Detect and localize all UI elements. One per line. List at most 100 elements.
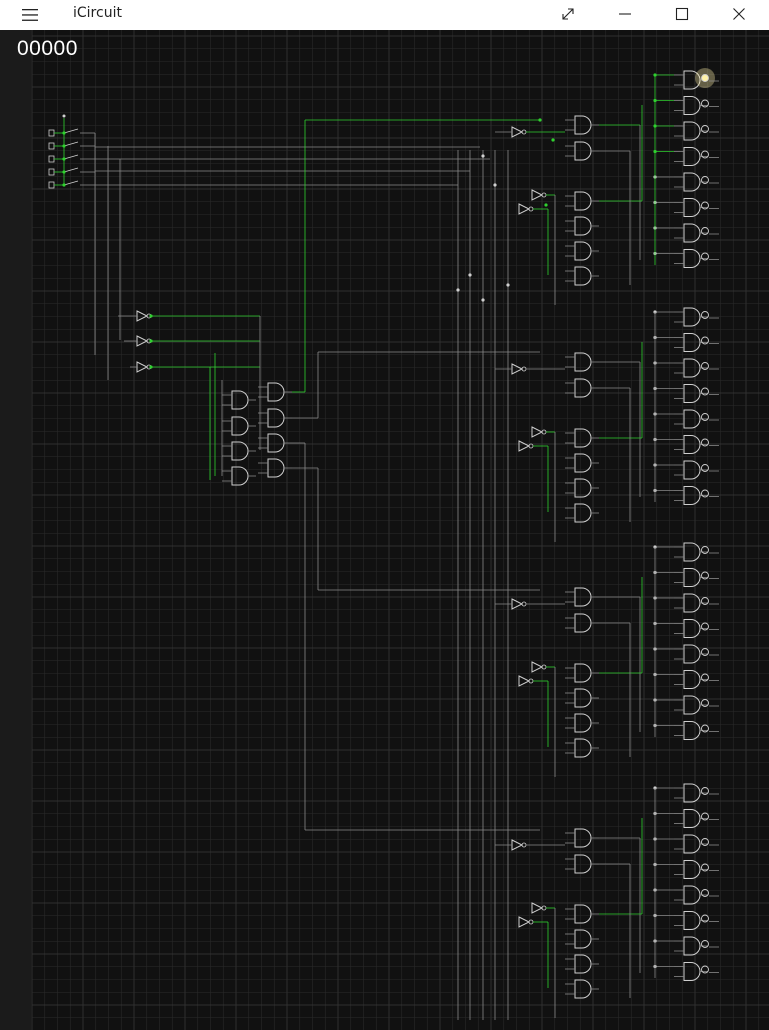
and-gate[interactable] <box>683 409 701 429</box>
not-gate[interactable] <box>511 598 524 610</box>
and-gate[interactable] <box>574 587 592 607</box>
and-gate[interactable] <box>683 936 701 956</box>
not-gate[interactable] <box>531 661 544 673</box>
not-gate[interactable] <box>518 203 531 215</box>
not-gate[interactable] <box>511 839 524 851</box>
led-indicator[interactable] <box>701 812 709 821</box>
input-switch[interactable] <box>48 181 55 189</box>
led-indicator[interactable] <box>701 673 709 682</box>
and-gate[interactable] <box>683 249 701 268</box>
led-indicator[interactable] <box>701 597 709 605</box>
not-gate[interactable] <box>136 310 149 322</box>
and-gate[interactable] <box>574 266 592 286</box>
led-indicator[interactable] <box>701 914 709 923</box>
led-indicator[interactable] <box>701 252 709 261</box>
led-indicator[interactable] <box>701 125 709 133</box>
maximize-button[interactable] <box>659 0 705 28</box>
and-gate[interactable] <box>683 644 701 664</box>
and-gate[interactable] <box>574 503 592 523</box>
led-indicator[interactable] <box>701 74 709 82</box>
and-gate[interactable] <box>574 478 592 498</box>
led-indicator[interactable] <box>701 227 709 235</box>
and-gate[interactable] <box>683 783 701 803</box>
and-gate[interactable] <box>574 828 592 848</box>
led-indicator[interactable] <box>701 311 709 319</box>
close-button[interactable] <box>716 0 762 28</box>
and-gate[interactable] <box>574 854 592 874</box>
and-gate[interactable] <box>574 713 592 733</box>
and-gate[interactable] <box>574 428 592 448</box>
led-indicator[interactable] <box>701 362 709 370</box>
led-indicator[interactable] <box>701 387 709 396</box>
input-switch[interactable] <box>48 168 55 176</box>
and-gate[interactable] <box>574 613 592 633</box>
and-gate[interactable] <box>574 115 592 135</box>
fullscreen-button[interactable] <box>545 0 591 28</box>
and-gate[interactable] <box>683 358 701 378</box>
led-indicator[interactable] <box>701 863 709 872</box>
and-gate[interactable] <box>574 954 592 974</box>
circuit-diagram[interactable] <box>0 30 769 1030</box>
not-gate[interactable] <box>518 440 531 452</box>
not-gate[interactable] <box>136 361 149 373</box>
and-gate[interactable] <box>267 458 285 478</box>
and-gate[interactable] <box>267 433 285 453</box>
minimize-button[interactable] <box>602 0 648 28</box>
and-gate[interactable] <box>231 466 249 486</box>
and-gate[interactable] <box>683 542 701 562</box>
and-gate[interactable] <box>683 670 701 689</box>
and-gate[interactable] <box>683 384 701 403</box>
and-gate[interactable] <box>683 834 701 854</box>
menu-button[interactable] <box>10 0 50 30</box>
and-gate[interactable] <box>683 568 701 587</box>
led-indicator[interactable] <box>701 336 709 345</box>
not-gate[interactable] <box>518 675 531 687</box>
and-gate[interactable] <box>683 460 701 480</box>
and-gate[interactable] <box>683 198 701 217</box>
led-indicator[interactable] <box>701 201 709 210</box>
led-indicator[interactable] <box>701 413 709 421</box>
not-gate[interactable] <box>531 426 544 438</box>
and-gate[interactable] <box>574 688 592 708</box>
not-gate[interactable] <box>531 902 544 914</box>
and-gate[interactable] <box>574 141 592 161</box>
led-indicator[interactable] <box>701 940 709 948</box>
and-gate[interactable] <box>683 619 701 638</box>
and-gate[interactable] <box>683 70 701 90</box>
led-indicator[interactable] <box>701 787 709 795</box>
and-gate[interactable] <box>683 809 701 828</box>
led-indicator[interactable] <box>701 176 709 184</box>
and-gate[interactable] <box>683 695 701 715</box>
led-indicator[interactable] <box>701 438 709 447</box>
and-gate[interactable] <box>683 96 701 115</box>
and-gate[interactable] <box>574 453 592 473</box>
led-indicator[interactable] <box>701 648 709 656</box>
not-gate[interactable] <box>136 335 149 347</box>
and-gate[interactable] <box>683 307 701 327</box>
led-indicator[interactable] <box>701 571 709 580</box>
and-gate[interactable] <box>574 378 592 398</box>
led-indicator[interactable] <box>701 724 709 733</box>
and-gate[interactable] <box>574 241 592 261</box>
not-gate[interactable] <box>531 189 544 201</box>
input-switch[interactable] <box>48 129 55 137</box>
input-switch[interactable] <box>48 155 55 163</box>
and-gate[interactable] <box>574 663 592 683</box>
and-gate[interactable] <box>574 979 592 999</box>
led-indicator[interactable] <box>701 889 709 897</box>
led-indicator[interactable] <box>701 699 709 707</box>
and-gate[interactable] <box>683 172 701 192</box>
not-gate[interactable] <box>511 126 524 138</box>
and-gate[interactable] <box>267 408 285 428</box>
and-gate[interactable] <box>683 147 701 166</box>
and-gate[interactable] <box>231 441 249 461</box>
and-gate[interactable] <box>683 223 701 243</box>
and-gate[interactable] <box>683 121 701 141</box>
led-indicator[interactable] <box>701 546 709 554</box>
led-indicator[interactable] <box>701 838 709 846</box>
and-gate[interactable] <box>574 929 592 949</box>
led-indicator[interactable] <box>701 965 709 974</box>
and-gate[interactable] <box>683 435 701 454</box>
not-gate[interactable] <box>511 363 524 375</box>
and-gate[interactable] <box>574 352 592 372</box>
